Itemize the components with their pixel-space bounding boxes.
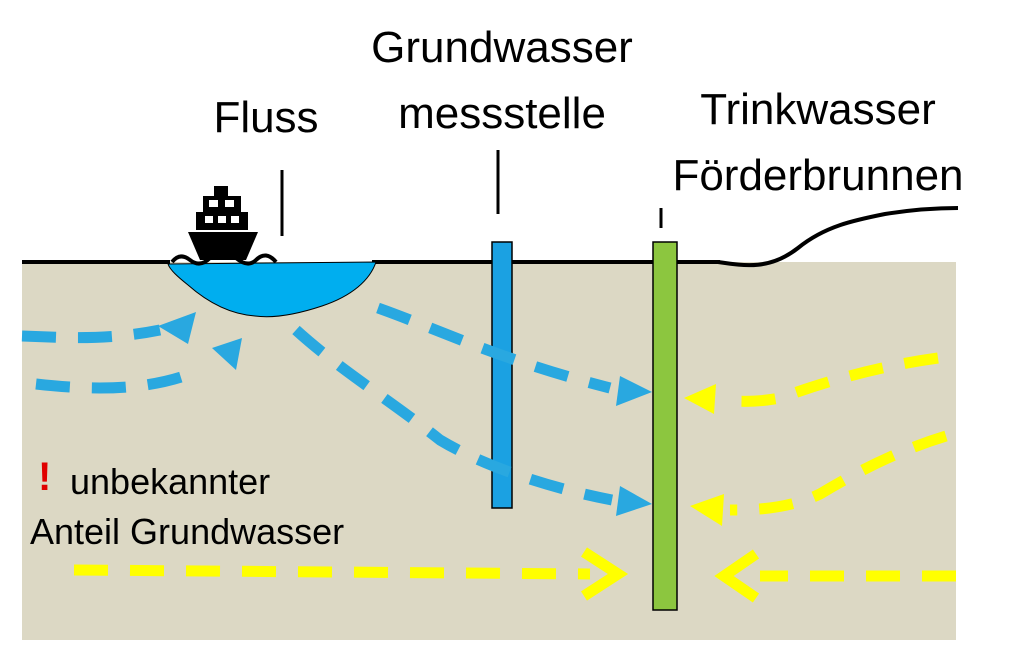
production-well-label-line2: Förderbrunnen xyxy=(672,151,963,200)
yellow-arrowhead xyxy=(581,547,629,601)
yellow-arrowhead xyxy=(714,549,760,603)
production-well-label-line1: Trinkwasser xyxy=(700,85,936,134)
yellow-flow-path xyxy=(729,430,948,516)
yellow-arrowhead xyxy=(690,494,724,526)
blue-flow-path xyxy=(292,325,614,506)
production-well xyxy=(652,241,678,611)
groundwater-arrowheads xyxy=(581,384,760,603)
river-water xyxy=(167,261,377,318)
bank-filtrate-flows xyxy=(21,302,614,506)
blue-flow-path xyxy=(35,364,203,394)
yellow-flow-path xyxy=(719,352,939,407)
blue-arrowhead xyxy=(212,338,242,370)
warning-mark: ! xyxy=(38,455,51,499)
note-line2: Anteil Grundwasser xyxy=(30,511,344,552)
blue-flow-path xyxy=(376,302,612,394)
groundwater-flows xyxy=(73,352,956,582)
hill-line xyxy=(717,206,959,268)
blue-arrowhead xyxy=(158,312,196,344)
ground-body xyxy=(22,262,956,640)
monitoring-well-label-line1: Grundwasser xyxy=(371,23,633,72)
monitoring-well xyxy=(491,241,513,509)
note-line1: unbekannter xyxy=(70,461,270,502)
blue-flow-path xyxy=(21,324,162,344)
bank-filtrate-arrowheads xyxy=(158,312,652,516)
blue-arrowhead xyxy=(616,486,652,516)
ground-notch xyxy=(0,408,22,558)
ship-icon xyxy=(170,186,278,266)
blue-arrowhead xyxy=(616,376,652,406)
yellow-flow-path xyxy=(73,564,591,580)
river-label: Fluss xyxy=(213,93,318,142)
yellow-arrowhead xyxy=(684,384,716,414)
monitoring-well-label-line2: messstelle xyxy=(398,89,606,138)
